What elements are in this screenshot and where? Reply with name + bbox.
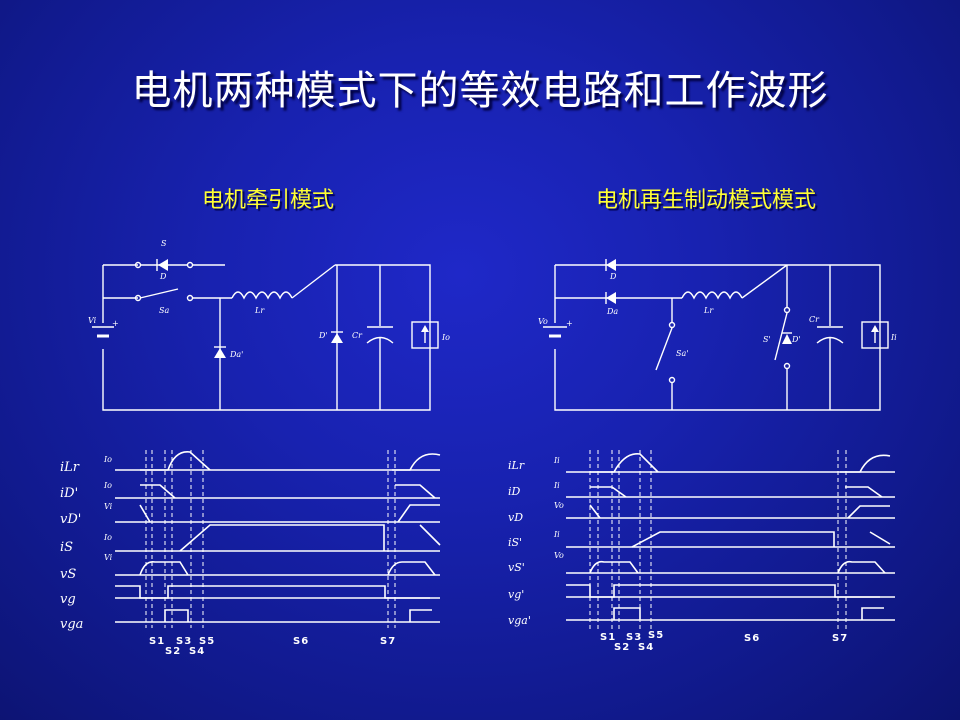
label-Sp: S' bbox=[763, 335, 771, 344]
stage-S5: S5 bbox=[648, 630, 664, 641]
stage-S1: S1 bbox=[600, 632, 616, 643]
label-Cr: Cr bbox=[809, 315, 820, 324]
label-Dp: D' bbox=[791, 335, 801, 344]
traction-waveforms: iLr iD' vD' iS vS vg vga Io Io Vi Io Vi … bbox=[60, 450, 441, 657]
signal-vD: vD bbox=[508, 511, 523, 524]
tick-1: Io bbox=[103, 481, 112, 490]
signal-vD: vD' bbox=[60, 512, 81, 527]
signal-vS: vS bbox=[60, 567, 76, 582]
tick-4: Vo bbox=[554, 551, 564, 560]
stage-S2: S2 bbox=[165, 646, 181, 657]
signal-iLr: iLr bbox=[60, 460, 80, 475]
label-Lr: Lr bbox=[703, 306, 714, 315]
label-Da: Da' bbox=[229, 350, 243, 359]
label-Dp: D' bbox=[318, 331, 328, 340]
label-Io: Io bbox=[441, 333, 450, 342]
stage-S6: S6 bbox=[744, 633, 760, 644]
tick-0: Io bbox=[103, 455, 112, 464]
slide-title: 电机两种模式下的等效电路和工作波形 bbox=[131, 68, 829, 114]
signal-iLr: iLr bbox=[508, 459, 525, 472]
stage-S6: S6 bbox=[293, 636, 309, 647]
stage-S5: S5 bbox=[199, 636, 215, 647]
label-D: D bbox=[609, 272, 617, 281]
stage-S7: S7 bbox=[832, 633, 848, 644]
svg-text:+: + bbox=[112, 319, 119, 328]
tick-2: Vi bbox=[104, 502, 113, 511]
label-Sa: Sa' bbox=[676, 349, 688, 358]
traction-circuit: + S D Sa Lr Vi bbox=[88, 239, 450, 411]
signal-iS: iS bbox=[60, 540, 73, 555]
stage-S3: S3 bbox=[626, 632, 642, 643]
stage-S7: S7 bbox=[380, 636, 396, 647]
regen-braking-mode-heading: 电机再生制动模式模式 bbox=[596, 188, 817, 213]
tick-0: Ii bbox=[553, 456, 560, 465]
stage-S4: S4 bbox=[189, 646, 205, 657]
stage-S1: S1 bbox=[149, 636, 165, 647]
label-Sa: Sa bbox=[159, 306, 169, 315]
label-Lr: Lr bbox=[254, 306, 265, 315]
signal-vS: vS' bbox=[508, 561, 525, 574]
label-S: S bbox=[161, 239, 167, 248]
label-Cr: Cr bbox=[352, 331, 363, 340]
label-Vi: Vi bbox=[88, 316, 97, 325]
tick-2: Vo bbox=[554, 501, 564, 510]
tick-3: Ii bbox=[553, 530, 560, 539]
signal-iD: iD bbox=[508, 485, 521, 498]
signal-iD: iD' bbox=[60, 486, 78, 501]
stage-S2: S2 bbox=[614, 642, 630, 653]
label-Vo: Vo bbox=[538, 317, 548, 326]
label-Ii: Ii bbox=[890, 333, 897, 342]
label-D: D bbox=[159, 272, 167, 281]
signal-vg: vg' bbox=[508, 588, 524, 601]
regen-waveforms: iLr iD vD iS' vS' vg' vga' Ii Ii Vo Ii V… bbox=[508, 450, 895, 653]
signal-vga: vga' bbox=[508, 614, 531, 627]
signal-vga: vga bbox=[60, 617, 83, 632]
signal-vg: vg bbox=[60, 592, 76, 607]
traction-mode-heading: 电机牵引模式 bbox=[202, 188, 335, 213]
stage-S4: S4 bbox=[638, 642, 654, 653]
tick-1: Ii bbox=[553, 481, 560, 490]
stage-S3: S3 bbox=[176, 636, 192, 647]
tick-4: Vi bbox=[104, 553, 113, 562]
label-Da: Da bbox=[606, 307, 618, 316]
tick-3: Io bbox=[103, 533, 112, 542]
regen-circuit: + D Da Lr Vo Sa' bbox=[538, 259, 897, 411]
signal-iS: iS' bbox=[508, 536, 522, 549]
svg-text:+: + bbox=[566, 319, 573, 328]
